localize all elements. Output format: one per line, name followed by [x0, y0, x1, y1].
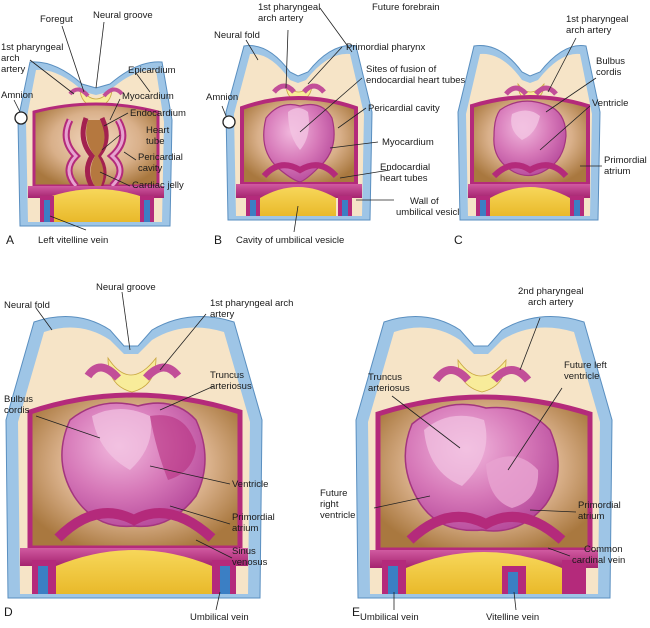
label-d-umbilical-vein: Umbilical vein [190, 612, 249, 623]
label-endocardium: Endocardium [130, 108, 186, 119]
label-b-neural-fold: Neural fold [214, 30, 260, 41]
panel-letter-a: A [6, 233, 14, 247]
label-foregut: Foregut [40, 14, 73, 25]
label-myocardium: Myocardium [122, 91, 174, 102]
label-b-cavity-umbilical: Cavity of umbilical vesicle [236, 235, 344, 246]
label-neural-groove: Neural groove [93, 10, 153, 21]
label-d-neural-groove: Neural groove [96, 282, 156, 293]
panel-letter-b: B [214, 233, 222, 247]
label-b-amnion: Amnion [206, 92, 238, 103]
label-b-future-forebrain: Future forebrain [372, 2, 440, 13]
label-e-vitelline-vein: Vitelline vein [486, 612, 539, 623]
label-d-neural-fold: Neural fold [4, 300, 50, 311]
label-left-vitelline-vein: Left vitelline vein [38, 235, 108, 246]
label-cardiac-jelly: Cardiac jelly [132, 180, 184, 191]
panel-letter-e: E [352, 605, 360, 619]
panel-d: Neural groove Neural fold 1st pharyngeal… [4, 282, 293, 623]
panel-letter-d: D [4, 605, 13, 619]
label-c-ventricle: Ventricle [592, 98, 628, 109]
label-b-pericardial-cavity: Pericardial cavity [368, 103, 440, 114]
label-d-ventricle: Ventricle [232, 479, 268, 490]
label-amnion: Amnion [1, 90, 33, 101]
label-b-myocardium: Myocardium [382, 137, 434, 148]
label-e-umbilical-vein: Umbilical vein [360, 612, 419, 623]
label-epicardium: Epicardium [128, 65, 176, 76]
panel-letter-c: C [454, 233, 463, 247]
label-b-primordial-pharynx: Primordial pharynx [346, 42, 425, 53]
